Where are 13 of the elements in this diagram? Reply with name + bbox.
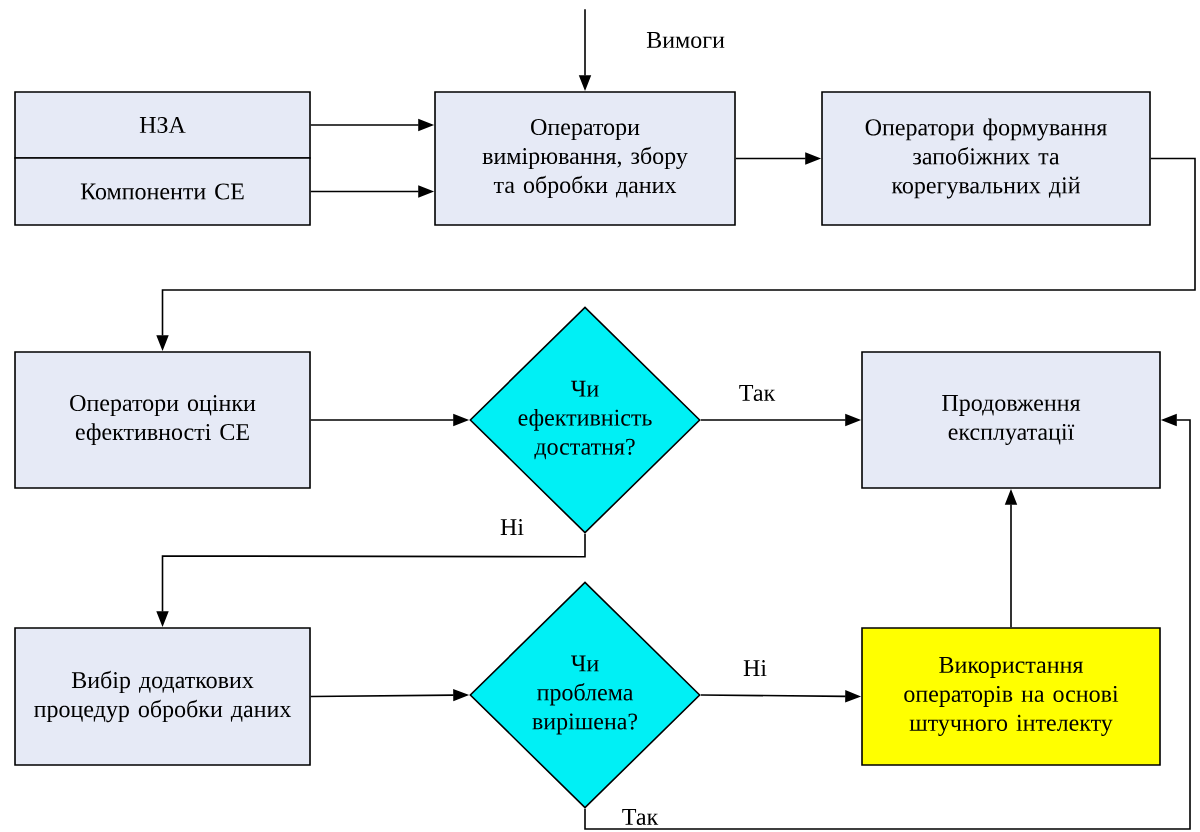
- edge-label: Ні: [742, 659, 768, 677]
- edge-label: Ні: [499, 518, 525, 536]
- process-box: Оператори вимірювання, збору та обробки даних: [434, 91, 736, 226]
- process-box: Оператори оцінки ефективності СЕ: [14, 351, 311, 489]
- process-box: Продовження експлуатації: [861, 351, 1161, 489]
- process-box: Вибір додаткових процедур обробки даних: [14, 627, 311, 766]
- process-box: Компоненти СЕ: [14, 157, 311, 226]
- process-box: Оператори формування запобіжних та корегувальних дій: [821, 91, 1151, 226]
- process-box: НЗА: [14, 91, 311, 159]
- edge-label: Вимоги: [645, 31, 726, 49]
- edge-label: Так: [620, 808, 660, 826]
- edge-label: Так: [737, 384, 777, 402]
- process-box: Використання операторів на основі штучного інтелекту: [861, 627, 1161, 766]
